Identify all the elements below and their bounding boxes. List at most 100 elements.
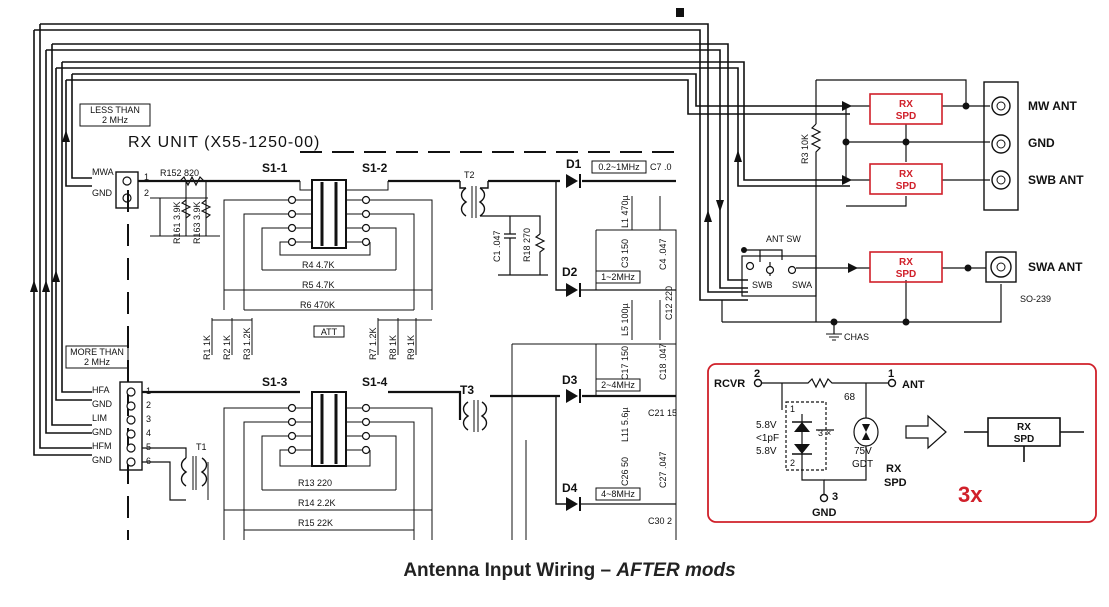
r4-label: R4 4.7K	[302, 260, 335, 270]
pin-hfm: HFM	[92, 441, 112, 451]
r14-label: R14 2.2K	[298, 498, 336, 508]
t2-label: T2	[464, 170, 475, 180]
more-than-line1: MORE THAN	[70, 347, 124, 357]
marker-square	[676, 8, 684, 17]
pin-hfa: HFA	[92, 385, 110, 395]
chas-label: CHAS	[844, 332, 869, 342]
r3-label: R3 1.2K	[242, 327, 252, 360]
r18-label: R18 270	[522, 228, 532, 262]
swa-label: SWA	[792, 280, 812, 290]
t1-label: T1	[196, 442, 207, 452]
pin-num-4: 4	[146, 428, 151, 438]
r7-label: R7 1.2K	[368, 327, 378, 360]
figure-caption: Antenna Input Wiring – AFTER mods	[0, 560, 1109, 582]
rx-spd-mw-line1: RX	[899, 99, 913, 110]
rx-spd-swa-line1: RX	[899, 257, 913, 268]
wire-arrows	[30, 130, 742, 292]
diode-d2: D2 1~2MHz	[555, 181, 676, 297]
svg-text:3: 3	[818, 428, 823, 438]
inset-tvs-line1: 5.8V	[756, 420, 777, 431]
less-than-line2: 2 MHz	[102, 115, 129, 125]
c17-label: C17 150	[620, 346, 630, 380]
inset-symbol-line1: RX	[1017, 422, 1031, 433]
inset-pin1-label: 1	[888, 368, 894, 380]
caption-emphasis: AFTER mods	[616, 560, 736, 581]
c18-label: C18 .047	[658, 343, 668, 380]
rx-spd-swb-line1: RX	[899, 169, 913, 180]
c4-label: C4 .047	[658, 238, 668, 270]
r8-label: R8 1K	[388, 335, 398, 360]
r163-label: R163 3.9K	[192, 201, 202, 244]
jack-gnd-label: GND	[1028, 136, 1055, 150]
mwa-gnd-label: GND	[92, 188, 113, 198]
junction-dots	[741, 102, 972, 326]
c30-label: C30 2	[648, 516, 672, 526]
r13-label: R13 220	[298, 478, 332, 488]
l5-label: L5 100µ	[620, 303, 630, 336]
r161-label: R161 3.9K	[172, 201, 182, 244]
r152-resistor	[179, 175, 205, 187]
input-resistors	[150, 181, 220, 237]
svg-text:1: 1	[144, 172, 149, 182]
pin-gnd-1: GND	[92, 399, 113, 409]
c27-label: C27 .047	[658, 451, 668, 488]
inset-tvs-line2: <1pF	[756, 433, 779, 444]
hollow-arrow-icon	[905, 414, 947, 450]
c1-label: C1 .047	[492, 230, 502, 262]
inset-pin2-label: 2	[754, 368, 760, 380]
swb-ant-label: SWB ANT	[1028, 173, 1084, 187]
band3-label: 2~4MHz	[601, 380, 635, 390]
lower-signal-path	[142, 390, 676, 420]
c21-label: C21 15	[648, 408, 677, 418]
antenna-jack-panel: MW ANT GND SWB ANT	[983, 81, 1084, 211]
inset-pin3-label: 3	[832, 491, 838, 503]
rx-spd-box-mw: RX SPD	[869, 93, 943, 125]
so239-label: SO-239	[1020, 294, 1051, 304]
c7-label: C7 .0	[650, 162, 672, 172]
antenna-switch: ANT SW SWB SWA	[741, 234, 817, 297]
inset-count-label: 3x	[958, 482, 983, 507]
inset-tvs-line3: 5.8V	[756, 446, 777, 457]
lower-connector: HFA GND LIM GND HFM GND 1 2 3 4 5 6	[92, 381, 151, 471]
pin-gnd-3: GND	[92, 455, 113, 465]
c1-r18-network	[480, 215, 548, 276]
rx-spd-swa-line2: SPD	[896, 269, 917, 280]
c26-label: C26 50	[620, 457, 630, 486]
l11-label: L11 5.6µ	[620, 407, 630, 442]
inset-r68-label: 68	[844, 392, 856, 403]
swb-label: SWB	[752, 280, 773, 290]
pin-num-3: 3	[146, 414, 151, 424]
spd-input-arrows	[842, 101, 858, 273]
band4-label: 4~8MHz	[601, 489, 635, 499]
diode-d4: D4 4~8MHz	[555, 396, 676, 511]
svg-text:1: 1	[790, 404, 795, 414]
att-label: ATT	[321, 327, 338, 337]
rx-spd-mw-line2: SPD	[896, 111, 917, 122]
r15-label: R15 22K	[298, 518, 333, 528]
ground-symbol-chas: CHAS	[826, 332, 869, 342]
less-than-label-box: LESS THAN 2 MHz	[79, 103, 151, 127]
s1-3-label: S1-3	[262, 375, 288, 389]
inset-rcvr-label: RCVR	[714, 378, 745, 390]
diode-d3: D3 2~4MHz	[562, 373, 641, 403]
filter-column-upper	[595, 196, 677, 540]
pin-num-6: 6	[146, 456, 151, 466]
r1-label: R1 1K	[202, 335, 212, 360]
more-than-line2: 2 MHz	[84, 357, 111, 367]
mw-ant-label: MW ANT	[1028, 99, 1078, 113]
inset-rxspd-line2: SPD	[884, 477, 907, 489]
d2-label: D2	[562, 265, 578, 279]
s1-2-label: S1-2	[362, 161, 388, 175]
r5-label: R5 4.7K	[302, 280, 335, 290]
swa-ant-label: SWA ANT	[1028, 260, 1083, 274]
rx-spd-swb-line2: SPD	[896, 181, 917, 192]
s1-4-label: S1-4	[362, 375, 388, 389]
inset-rxspd-line1: RX	[886, 463, 902, 475]
r6-label: R6 470K	[300, 300, 335, 310]
pin-lim: LIM	[92, 413, 107, 423]
inset-ant-label: ANT	[902, 379, 925, 391]
d4-label: D4	[562, 481, 578, 495]
switch-s1-3-s1-4: S1-3 S1-4 R13 220 R14 2.2K R15 22K	[223, 375, 433, 540]
